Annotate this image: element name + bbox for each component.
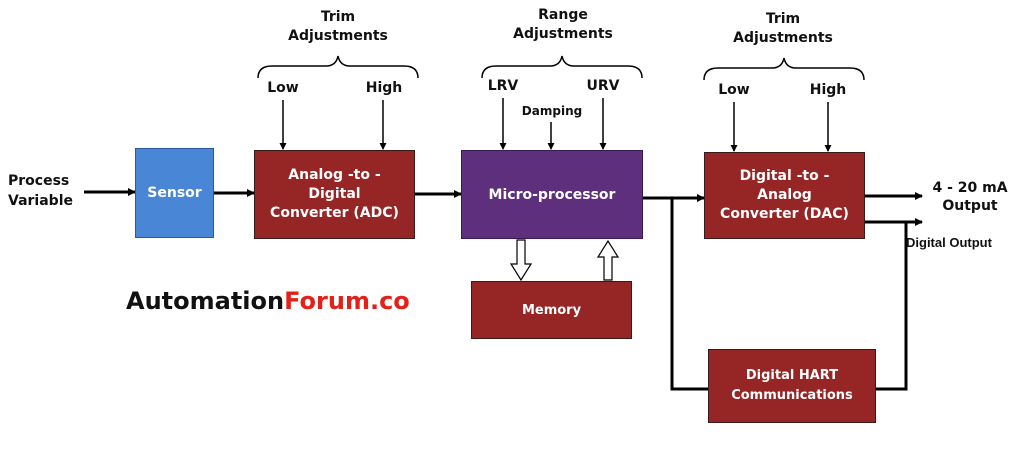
hollow-arrow-up-to-micro — [596, 239, 620, 281]
memory-block: Memory — [471, 281, 632, 339]
adc-label: Analog -to - Digital Converter (ADC) — [270, 167, 399, 221]
dac-block: Digital -to - Analog Converter (DAC) — [704, 152, 865, 239]
brace-range — [481, 55, 643, 79]
urv-label: URV — [586, 78, 620, 94]
brand-part-forum: Forum.co — [284, 287, 410, 315]
adc-block: Analog -to - Digital Converter (ADC) — [254, 150, 415, 239]
trim-left-label: Trim Adjustments — [288, 9, 388, 44]
brand-logo: AutomationForum.co — [126, 287, 410, 315]
brace-trim-left — [257, 55, 419, 79]
microprocessor-block: Micro-processor — [461, 150, 643, 239]
brand-part-automation: Automation — [126, 287, 285, 315]
microprocessor-label: Micro-processor — [488, 186, 616, 203]
dac-label: Digital -to - Analog Converter (DAC) — [720, 168, 849, 222]
digital-output-label: Digital Output — [906, 235, 992, 250]
low-right-label: Low — [718, 82, 750, 98]
hart-block: Digital HART Communications — [708, 349, 876, 423]
hollow-arrow-down-to-memory — [509, 239, 533, 282]
lrv-label: LRV — [487, 78, 519, 94]
process-variable-label: Process Variable — [8, 173, 73, 209]
low-left-label: Low — [267, 80, 299, 96]
line-hart-to-digital-output — [876, 222, 908, 391]
output-4-20-label: 4 - 20 mA Output — [932, 180, 1008, 214]
brace-trim-right — [703, 57, 865, 81]
high-right-label: High — [809, 82, 847, 98]
memory-label: Memory — [521, 302, 582, 318]
range-label: Range Adjustments — [513, 7, 613, 42]
sensor-block: Sensor — [135, 148, 214, 238]
hart-label: Digital HART Communications — [731, 368, 853, 403]
line-micro-to-hart — [670, 198, 708, 391]
high-left-label: High — [365, 80, 403, 96]
damping-label: Damping — [521, 104, 583, 118]
trim-right-label: Trim Adjustments — [733, 11, 833, 46]
sensor-label: Sensor — [147, 185, 202, 201]
